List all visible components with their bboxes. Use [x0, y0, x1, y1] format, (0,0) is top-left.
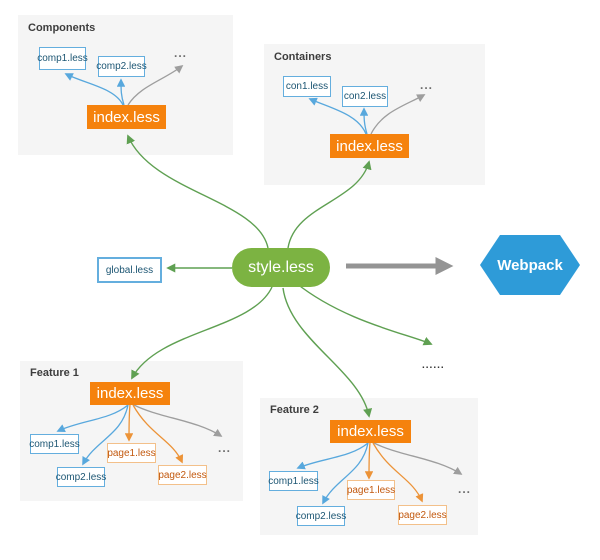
feature2-group-label: Feature 2 [270, 404, 319, 416]
node-feature1-index: index.less [90, 382, 170, 405]
node-components-index: index.less [87, 105, 166, 129]
main-ellipsis-dots: ...... [422, 360, 445, 371]
containers-more-dots: ... [420, 78, 434, 92]
feature1-group-label: Feature 1 [30, 367, 79, 379]
node-feature1-comp2: comp2.less [56, 467, 106, 487]
feature1-more-dots: ... [218, 441, 232, 455]
arrow-style-to-feature2-index [282, 287, 373, 418]
node-feature2-comp1: comp1.less [268, 471, 319, 491]
components-more-dots: ... [174, 46, 188, 60]
containers-group-box [264, 44, 485, 185]
node-style-less: style.less [232, 248, 330, 287]
containers-group-label: Containers [274, 51, 332, 63]
node-feature2-comp2: comp2.less [296, 506, 346, 526]
node-global-less: global.less [97, 257, 162, 283]
arrow-style-to-ellipsis [295, 282, 433, 346]
node-feature1-page1: page1.less [107, 443, 156, 463]
node-components-comp2: comp2.less [96, 56, 147, 77]
components-group-box [18, 15, 233, 155]
node-feature2-index: index.less [330, 420, 411, 443]
node-feature2-page2: page2.less [398, 505, 447, 525]
node-containers-con2: con2.less [342, 86, 388, 107]
node-containers-con1: con1.less [283, 76, 331, 97]
node-feature1-page2: page2.less [158, 465, 207, 485]
node-feature2-page1: page1.less [347, 480, 395, 500]
node-feature1-comp1: comp1.less [29, 434, 80, 454]
feature2-more-dots: ... [458, 482, 472, 496]
node-components-comp1: comp1.less [37, 47, 88, 70]
node-containers-index: index.less [330, 134, 409, 158]
node-webpack-hexagon: Webpack [480, 235, 580, 295]
components-group-label: Components [28, 22, 96, 34]
